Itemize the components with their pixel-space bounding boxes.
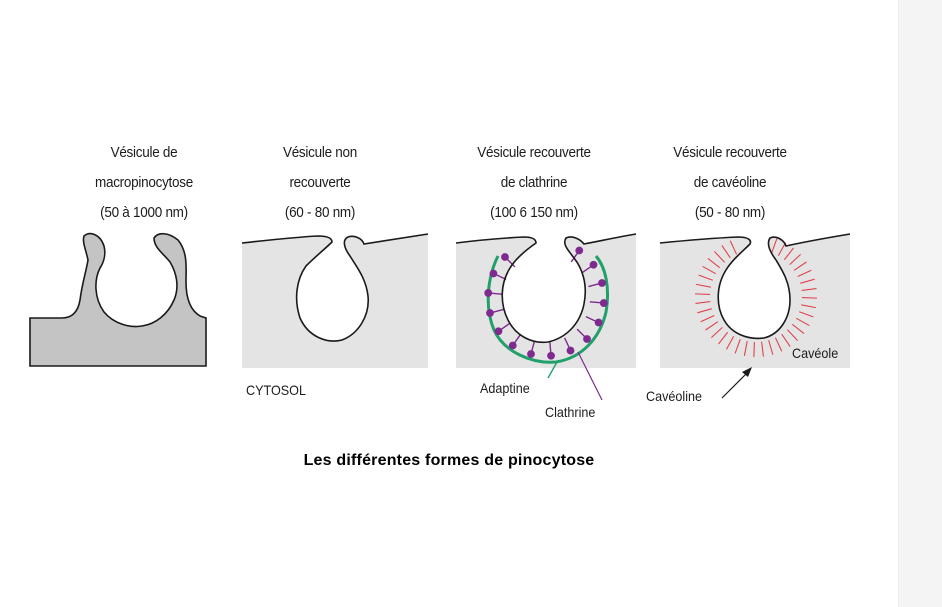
caveoline-spike [698, 274, 713, 281]
caveoline-spike [774, 337, 783, 352]
caveoline-spike [783, 247, 794, 261]
clathrin-node [494, 327, 503, 336]
clathrine-pointer [577, 351, 603, 401]
clathrin-cytosol-region [456, 234, 636, 368]
caveoline-spike [799, 311, 814, 318]
caveoline-spike [800, 278, 815, 284]
caveoline-spike [797, 269, 812, 278]
clathrin-node [599, 299, 608, 307]
caveoline-spike [743, 341, 748, 356]
cytosol-region [242, 234, 428, 368]
caveoline-spike [721, 245, 731, 259]
caveoline-arrowhead [742, 367, 752, 377]
caveoline-spike [801, 304, 816, 309]
clathrin-node [583, 335, 591, 343]
caveoline-spike [789, 253, 801, 266]
caveoline-spike [771, 238, 778, 253]
macropinocytosis-panel [29, 232, 207, 367]
cytosol-label: CYTOSOL [246, 382, 306, 398]
clathrin-node [594, 318, 603, 327]
caveoline-spike [695, 301, 711, 304]
clathrin-node [575, 246, 584, 255]
caveoline-spike [777, 242, 787, 257]
caveoline-spike [713, 251, 726, 263]
caveoline-spike [801, 288, 817, 291]
caveoline-spike [729, 240, 738, 255]
clathrin-node [589, 260, 598, 269]
figure-caption: Les différentes formes de pinocytose [303, 452, 595, 469]
caveoline-label: Cavéoline [646, 388, 703, 404]
caveole-label: Cavéole [792, 345, 839, 361]
macropinocytosis-membrane [29, 232, 207, 367]
clathrin-membrane [455, 233, 637, 344]
caveolin-panel [659, 233, 851, 399]
caveoline-spike [705, 321, 719, 331]
caveoline-spike [768, 340, 774, 355]
caveoline-spike [697, 308, 712, 314]
clathrin-triskelions [484, 246, 608, 360]
caveoline-spike [753, 341, 755, 357]
caveoline-spike [791, 323, 805, 334]
adaptine-label: Adaptine [480, 380, 530, 396]
clathrin-node [527, 350, 535, 358]
caveoline-spike [793, 261, 807, 271]
clathrin-node [598, 279, 606, 287]
clathrin-panel [455, 233, 637, 401]
caveoline-spike [801, 297, 817, 299]
caveoline-spike [711, 326, 723, 339]
clathrin-node [484, 289, 493, 297]
clathrin-node [489, 269, 498, 278]
clathrine-label: Clathrine [545, 404, 596, 420]
page-edge-strip [898, 0, 942, 607]
caveoline-spikes [695, 238, 817, 357]
adaptine-layer [486, 255, 610, 364]
caveoline-spike [734, 339, 741, 354]
caveoline-spike [700, 314, 715, 323]
clathrin-node [547, 351, 555, 360]
clathrin-node [566, 346, 575, 355]
adaptine-pointer [547, 361, 558, 379]
clathrin-node [486, 309, 494, 317]
caveoline-spike [695, 293, 711, 295]
caveoline-spike [786, 329, 799, 341]
caveoline-spike [707, 258, 721, 269]
caveoline-spike [795, 317, 810, 327]
plasma-membrane [241, 233, 429, 342]
caveoline-spike [696, 283, 711, 288]
caveoline-spike [781, 333, 791, 347]
caveolin-cytosol-region [660, 234, 850, 368]
uncoated-vesicle-panel [241, 233, 429, 368]
pinocytosis-diagram [29, 232, 851, 401]
caveoline-pointer [721, 371, 749, 399]
caveolin-membrane [659, 233, 851, 340]
caveoline-spike [702, 265, 717, 275]
caveoline-spike [718, 331, 729, 345]
caveoline-spike [761, 341, 764, 357]
clathrin-node [501, 253, 509, 261]
caveoline-spike [725, 335, 735, 350]
clathrin-node [508, 341, 517, 350]
